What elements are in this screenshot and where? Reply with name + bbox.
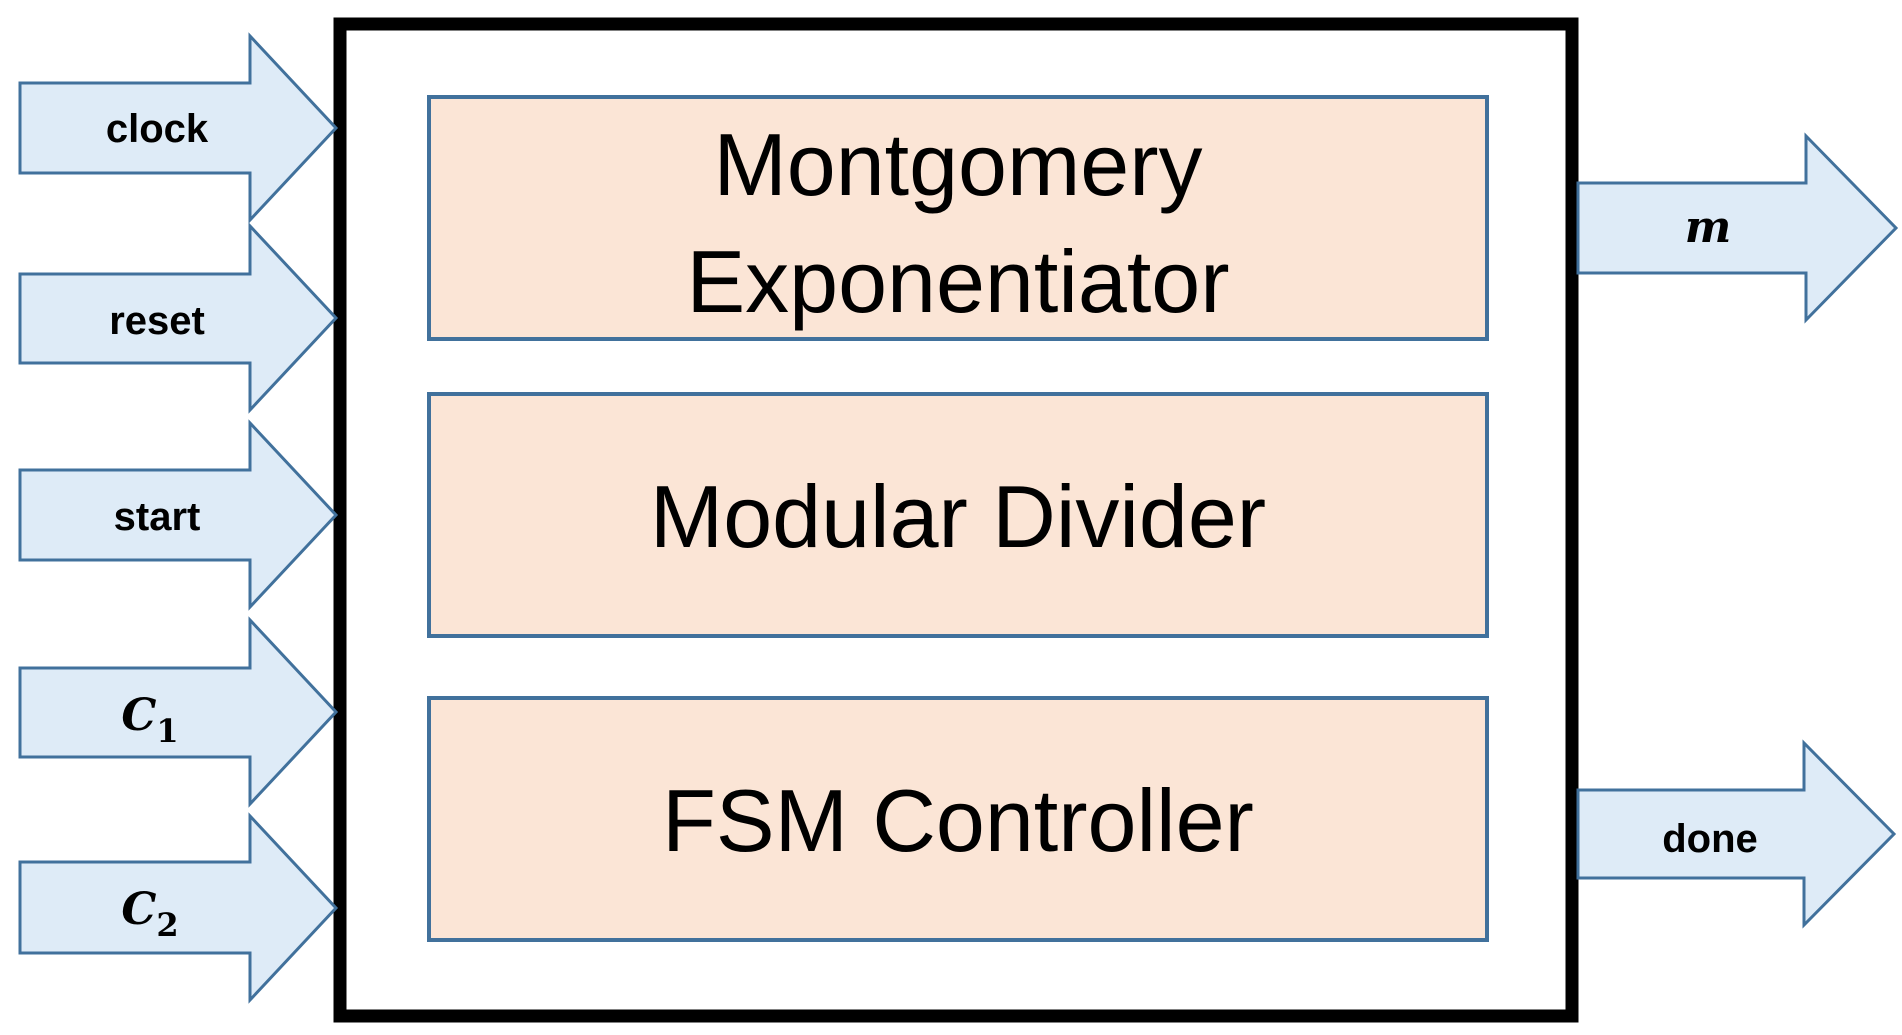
input-arrow-start: start (18, 419, 339, 611)
output-arrow-done: done (1576, 739, 1897, 929)
block-fsm-controller: FSM Controller (427, 696, 1489, 942)
output-label-done: done (1662, 817, 1758, 861)
input-label-start: start (114, 495, 201, 539)
block-modular-divider-label: Modular Divider (650, 467, 1266, 566)
input-label-c2: C2 (121, 884, 178, 944)
input-arrow-reset: reset (18, 222, 339, 414)
input-label-reset: reset (109, 299, 205, 343)
input-arrow-c2: C2 (18, 812, 339, 1004)
output-arrow-m: m (1576, 132, 1899, 324)
block-fsm-controller-label: FSM Controller (662, 771, 1254, 870)
input-label-c1: C1 (121, 690, 178, 750)
input-arrow-c1: C1 (18, 616, 339, 808)
block-modular-divider: Modular Divider (427, 392, 1489, 638)
block-montgomery-line2: Exponentiator (686, 232, 1229, 331)
input-arrow-clock: clock (18, 32, 339, 224)
block-montgomery-line1: Montgomery (713, 115, 1202, 214)
output-label-m: m (1685, 202, 1732, 253)
block-montgomery-exponentiator: Montgomery Exponentiator (427, 95, 1489, 341)
input-label-clock: clock (106, 107, 209, 151)
